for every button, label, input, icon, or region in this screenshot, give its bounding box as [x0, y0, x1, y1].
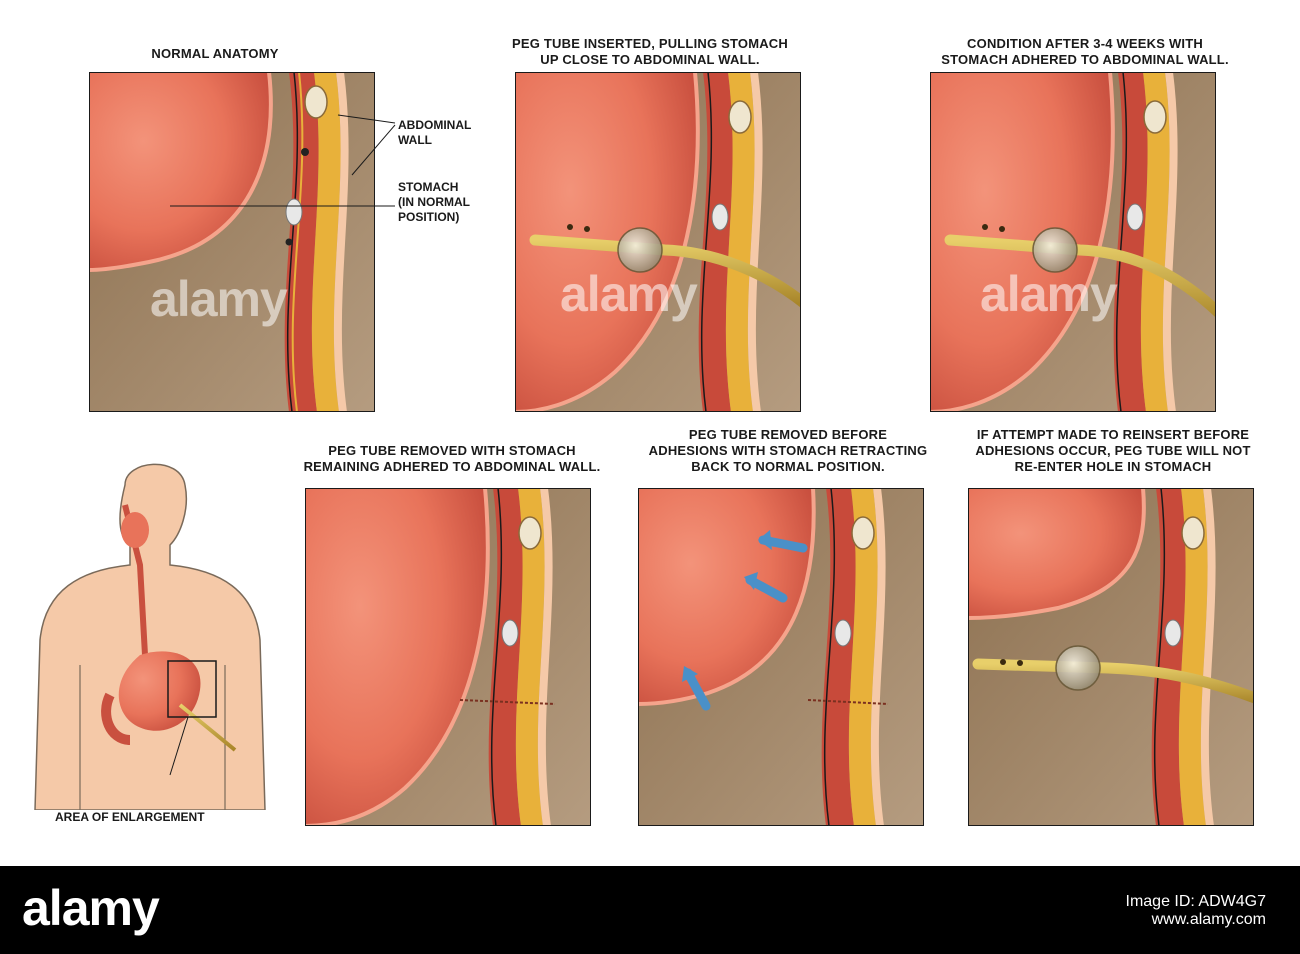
- panel-after-weeks: [930, 72, 1216, 412]
- leader-line-stomach: [170, 205, 395, 207]
- caption-after-weeks: CONDITION AFTER 3-4 WEEKS WITH STOMACH A…: [941, 36, 1229, 67]
- peg-inserted-illustration: [515, 72, 801, 412]
- label-area-of-enlargement: AREA OF ENLARGEMENT: [55, 810, 205, 824]
- watermark-right: alamy: [980, 266, 1118, 322]
- image-id-block: Image ID: ADW4G7 www.alamy.com: [1126, 893, 1267, 929]
- stomach-retracting-illustration: [638, 488, 924, 826]
- leader-lines-normal: [337, 114, 396, 176]
- label-stomach-normal: STOMACH (IN NORMAL POSITION): [398, 180, 470, 224]
- after-weeks-illustration: [930, 72, 1216, 412]
- panel-reinsert-attempt: [968, 488, 1254, 826]
- peg-removed-adhered-illustration: [305, 488, 591, 826]
- body-overview-illustration: [34, 463, 266, 810]
- normal-anatomy-illustration: [89, 72, 375, 412]
- panel-peg-inserted: [515, 72, 801, 412]
- body-silhouette: [20, 455, 280, 810]
- footer-bar: [0, 866, 1300, 954]
- panel-normal-anatomy: [89, 72, 375, 412]
- watermark-center: alamy: [560, 266, 698, 322]
- alamy-logo[interactable]: alamy: [22, 880, 160, 936]
- caption-peg-removed-before-adhesions: PEG TUBE REMOVED BEFORE ADHESIONS WITH S…: [648, 427, 928, 474]
- caption-peg-removed-adhered: PEG TUBE REMOVED WITH STOMACH REMAINING …: [303, 443, 601, 474]
- panel-peg-removed-before-adhesions: [638, 488, 924, 826]
- caption-peg-inserted: PEG TUBE INSERTED, PULLING STOMACH UP CL…: [512, 36, 788, 67]
- image-id: Image ID: ADW4G7: [1125, 893, 1267, 910]
- label-abdominal-wall: ABDOMINAL WALL: [398, 118, 472, 147]
- caption-normal-anatomy: NORMAL ANATOMY: [151, 46, 279, 61]
- caption-reinsert-attempt: IF ATTEMPT MADE TO REINSERT BEFORE ADHES…: [975, 427, 1251, 474]
- panel-peg-removed-adhered: [305, 488, 591, 826]
- website-link[interactable]: www.alamy.com: [1151, 911, 1266, 928]
- watermark-left: alamy: [150, 271, 288, 327]
- arrow-lower: [683, 668, 711, 711]
- reinsert-attempt-illustration: [968, 488, 1254, 826]
